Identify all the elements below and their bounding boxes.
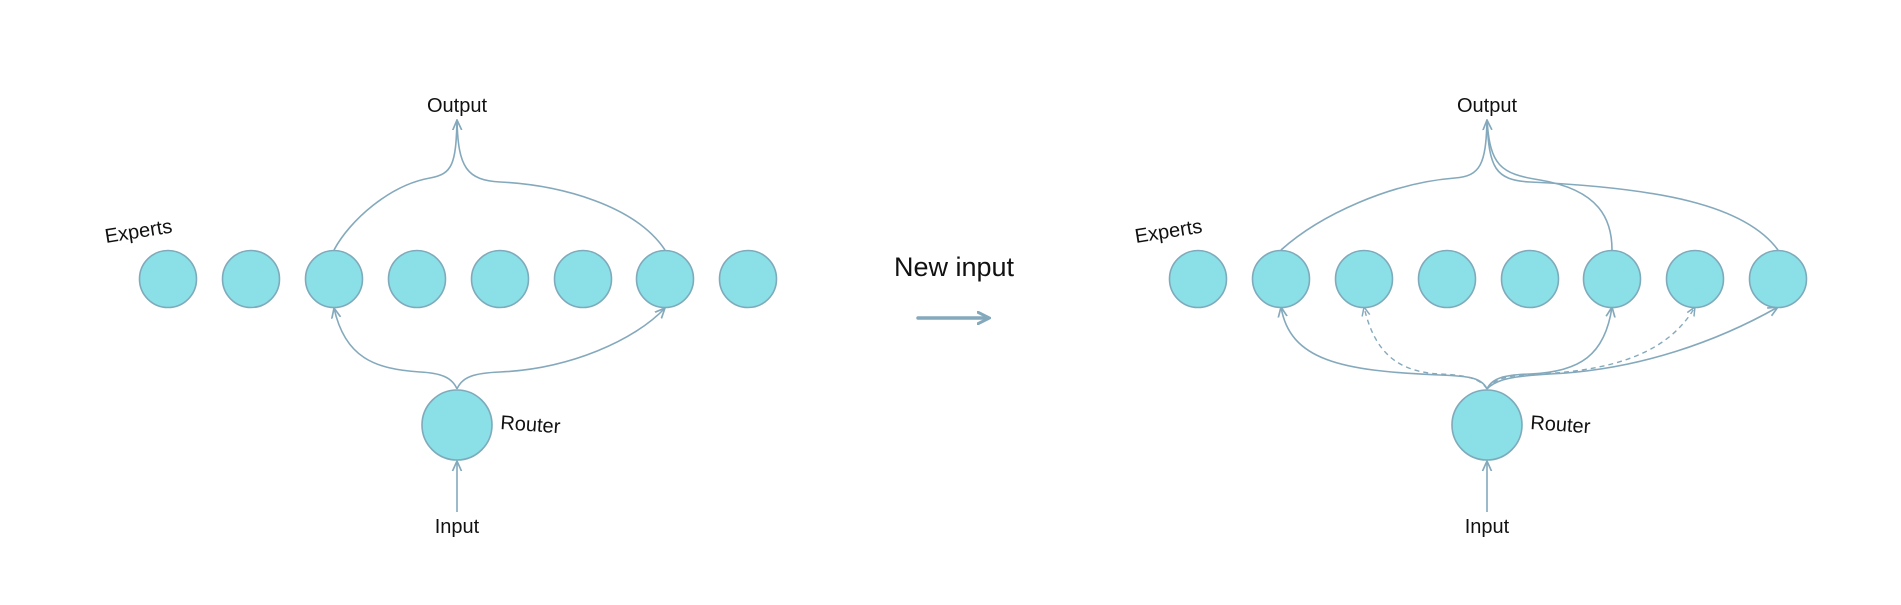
new-input-label: New input: [894, 252, 1015, 282]
right-router-to-expert-8-edge: [1486, 307, 1778, 390]
left-expert-7-to-output-edge: [457, 120, 666, 251]
left-output-label: Output: [427, 95, 487, 117]
left-expert-node-active: [635, 249, 695, 309]
right-expert-node: [1417, 249, 1477, 309]
right-expert-node-active: [1582, 249, 1642, 309]
right-router-to-expert-6-edge: [1486, 307, 1612, 390]
right-expert-6-to-output-edge: [1486, 119, 1613, 251]
right-experts-row: [1168, 249, 1808, 309]
left-expert-node-active: [304, 249, 364, 309]
left-expert-node: [221, 249, 281, 309]
left-panel: Output Experts Router Input: [103, 95, 778, 538]
left-router-to-expert-7-edge: [456, 308, 665, 390]
right-expert-node: [1168, 249, 1228, 309]
left-expert-node: [553, 249, 613, 309]
right-expert-node: [1334, 249, 1394, 309]
right-router-to-expert-7-edge: [1486, 307, 1695, 390]
left-router-node: [421, 389, 493, 461]
right-expert-node-active: [1251, 249, 1311, 309]
right-router-to-expert-3-edge: [1364, 307, 1488, 390]
left-expert-node: [470, 249, 530, 309]
left-expert-node: [718, 249, 778, 309]
right-router-node: [1451, 389, 1523, 461]
right-expert-2-to-output-edge: [1280, 119, 1488, 251]
right-expert-8-to-output-edge: [1487, 120, 1779, 251]
transition: New input: [894, 252, 1015, 318]
right-experts-label: Experts: [1133, 216, 1203, 248]
left-router-to-expert-3-edge: [334, 308, 458, 390]
left-edges: [334, 120, 665, 512]
right-input-label: Input: [1465, 516, 1510, 538]
right-edges: [1281, 120, 1778, 512]
right-expert-node: [1500, 249, 1560, 309]
right-panel: Output Experts Router Input: [1133, 95, 1808, 538]
left-expert-3-to-output-edge: [333, 119, 458, 251]
left-experts-label: Experts: [103, 216, 173, 248]
right-router-label: Router: [1530, 412, 1592, 438]
right-output-label: Output: [1457, 95, 1517, 117]
right-expert-node-active: [1748, 249, 1808, 309]
left-expert-node: [387, 249, 447, 309]
right-router-to-expert-2-edge: [1281, 307, 1488, 390]
left-experts-row: [138, 249, 778, 309]
left-input-label: Input: [435, 516, 480, 538]
left-expert-node: [138, 249, 198, 309]
right-expert-node: [1665, 249, 1725, 309]
left-router-label: Router: [500, 412, 562, 438]
